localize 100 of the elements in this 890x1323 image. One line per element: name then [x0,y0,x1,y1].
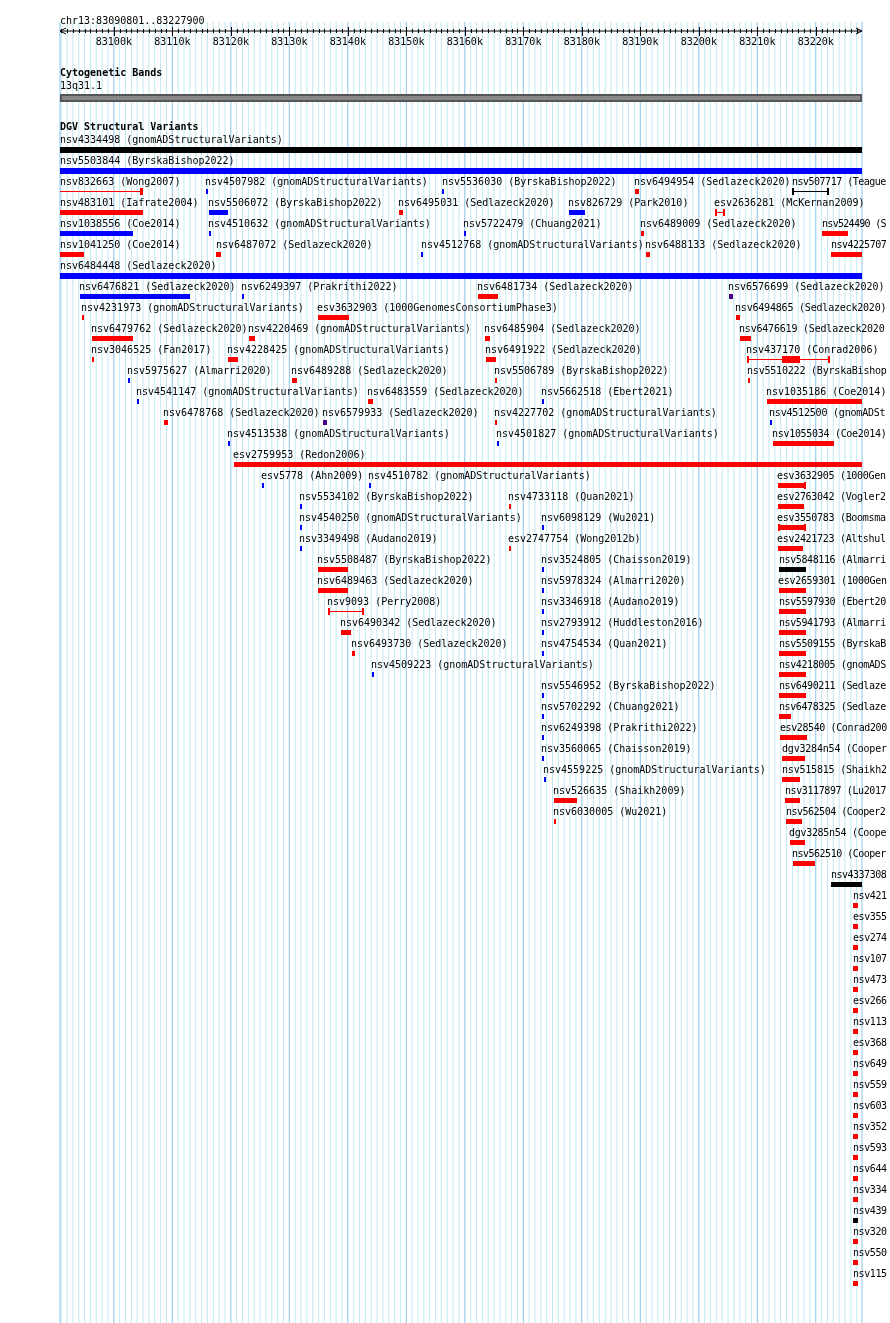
variant-label: nsv5975627 (Almarri2020) [127,365,272,376]
variant-label: nsv6576699 (Sedlazeck2020) [728,281,885,292]
variant-label: esv2659301 (1000Gen [778,575,887,586]
variant-label: nsv6478768 (Sedlazeck2020) [163,407,320,418]
variant-label: nsv562510 (Cooper [792,848,886,859]
variant-label: nsv3117897 (Lu2017 [785,785,887,796]
tick-label: 83200k [680,36,717,47]
variant-label: nsv562504 (Cooper2 [786,806,886,817]
variant-label: nsv6476821 (Sedlazeck2020) [79,281,236,292]
variant-label: nsv6485904 (Sedlazeck2020) [484,323,641,334]
variant-label: nsv593 [853,1142,887,1153]
variant-label: nsv5702292 (Chuang2021) [541,701,680,712]
variant-label: nsv644 [853,1163,887,1174]
variant-label: nsv6489463 (Sedlazeck2020) [317,575,474,586]
variant-label: dgv3285n54 (Coope [789,827,887,838]
variant-label: nsv4220469 (gnomADStructuralVariants) [248,323,471,334]
variant-label: nsv6494865 (Sedlazeck2020) [735,302,887,313]
variant-label: nsv6489009 (Sedlazeck2020) [640,218,797,229]
variant-label: nsv3524805 (Chaisson2019) [541,554,692,565]
variant-label: nsv1035186 (Coe2014) [766,386,887,397]
variant-label: nsv483101 (Iafrate2004) [60,197,199,208]
variant-label: nsv6249397 (Prakrithi2022) [241,281,398,292]
variant-label: nsv6579933 (Sedlazeck2020) [322,407,479,418]
variant-label: nsv6249398 (Prakrithi2022) [541,722,698,733]
variant-label: nsv4507982 (gnomADStructuralVariants) [205,176,428,187]
variant-label: nsv6490342 (Sedlazeck2020) [340,617,497,628]
variant-label: nsv3560065 (Chaisson2019) [541,743,692,754]
variant-label: nsv352 [853,1121,887,1132]
variant-label: nsv320 [853,1226,887,1237]
variant-label: nsv507717 (Teague [792,176,886,187]
variant-label: nsv5536030 (ByrskaBishop2022) [442,176,617,187]
variant-label: nsv5506072 (ByrskaBishop2022) [208,197,383,208]
variant-label: esv2747754 (Wong2012b) [508,533,641,544]
variant-label: nsv473 [853,974,887,985]
variant-label: nsv5941793 (Almarri [779,617,886,628]
variant-label: nsv832663 (Wong2007) [60,176,181,187]
variant-label: nsv5509155 (ByrskaB [779,638,886,649]
tick-label: 83110k [154,36,191,47]
variant-label: nsv1055034 (Coe2014) [772,428,887,439]
variant-label: nsv2793912 (Huddleston2016) [541,617,704,628]
variant-label: nsv4510782 (gnomADStructuralVariants) [368,470,591,481]
variant-label: nsv6483559 (Sedlazeck2020) [367,386,524,397]
variant-label: esv355 [853,911,887,922]
variant-label: nsv4754534 (Quan2021) [541,638,668,649]
variant-label: nsv5508487 (ByrskaBishop2022) [317,554,492,565]
variant-label: nsv4337308 [831,869,887,880]
variant-label: nsv6484448 (Sedlazeck2020) [60,260,217,271]
variant-label: nsv4218005 (gnomADS [779,659,886,670]
variant-label: nsv5978324 (Almarri2020) [541,575,686,586]
variant-label: nsv826729 (Park2010) [568,197,689,208]
band-label: 13q31.1 [60,80,103,91]
variant-label: nsv6476619 (Sedlazeck2020 [739,323,885,334]
variant-label: nsv4541147 (gnomADStructuralVariants) [136,386,359,397]
variant-label: dgv3284n54 (Cooper [782,743,887,754]
variant-label: nsv4512768 (gnomADStructuralVariants) [421,239,644,250]
variant-label: nsv5848116 (Almarri [779,554,886,565]
variant-label: nsv6491922 (Sedlazeck2020) [485,344,642,355]
variant-label: nsv6489288 (Sedlazeck2020) [291,365,448,376]
variant-label: nsv4512500 (gnomADSt [769,407,886,418]
variant-label: nsv603 [853,1100,887,1111]
variant-label: nsv4225707 [831,239,887,250]
variant-label: nsv4510632 (gnomADStructuralVariants) [208,218,431,229]
variant-label: nsv5510222 (ByrskaBishop [747,365,887,376]
variant-label: nsv515815 (Shaikh2 [782,764,887,775]
variant-label: nsv6494954 (Sedlazeck2020) [634,176,791,187]
tick-label: 83130k [271,36,308,47]
coordinate-range-label: chr13:83090801..83227900 [60,15,205,26]
variant-label: nsv5506789 (ByrskaBishop2022) [494,365,669,376]
variant-label: nsv5503844 (ByrskaBishop2022) [60,155,235,166]
variant-label: esv368 [853,1037,887,1048]
variant-label: nsv4513538 (gnomADStructuralVariants) [227,428,450,439]
variant-label: nsv6488133 (Sedlazeck2020) [645,239,802,250]
tick-label: 83120k [212,36,249,47]
variant-label: nsv437170 (Conrad2006) [746,344,879,355]
variant-label: nsv4540250 (gnomADStructuralVariants) [299,512,522,523]
variant-label: esv266 [853,995,887,1006]
variant-label: esv274 [853,932,887,943]
variant-label: nsv6481734 (Sedlazeck2020) [477,281,634,292]
variant-label: nsv113 [853,1016,887,1027]
track-title: Cytogenetic Bands [60,67,163,78]
variant-label: nsv6478325 (Sedlaze [779,701,886,712]
variant-label: esv5778 (Ahn2009) [261,470,364,481]
variant-label: nsv5597930 (Ebert20 [779,596,886,607]
variant-label: nsv5534102 (ByrskaBishop2022) [299,491,474,502]
variant-label: nsv5546952 (ByrskaBishop2022) [541,680,716,691]
variant-label: nsv6493730 (Sedlazeck2020) [351,638,508,649]
variant-label: nsv107 [853,953,887,964]
variant-label: nsv524490 (S [822,218,886,229]
variant-label: esv3632903 (1000GenomesConsortiumPhase3) [317,302,558,313]
variant-label: nsv6490211 (Sedlaze [779,680,886,691]
variant-label: nsv559 [853,1079,887,1090]
variant-label: nsv6030005 (Wu2021) [553,806,668,817]
variant-label: nsv5722479 (Chuang2021) [463,218,602,229]
variant-label: nsv9093 (Perry2008) [327,596,442,607]
variant-label: esv2636281 (McKernan2009) [714,197,865,208]
variant-label: nsv4334498 (gnomADStructuralVariants) [60,134,283,145]
variant-label: nsv1041250 (Coe2014) [60,239,181,250]
variant-label: nsv6479762 (Sedlazeck2020) [91,323,248,334]
variant-label: esv3550783 (Boomsma [777,512,886,523]
variant-label: nsv3349498 (Audano2019) [299,533,438,544]
